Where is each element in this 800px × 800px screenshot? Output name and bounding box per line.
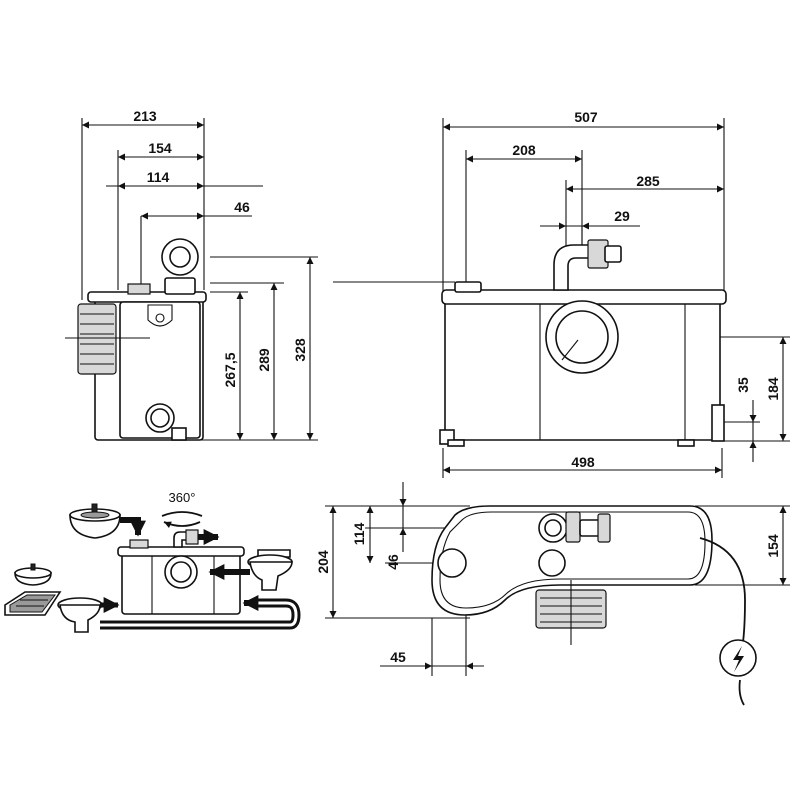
dim-289: 289 <box>256 348 272 372</box>
dim-267: 267,5 <box>222 352 238 387</box>
dim-46-top: 46 <box>385 554 401 570</box>
dim-285: 285 <box>636 173 660 189</box>
top-view: 204 114 46 45 154 <box>315 482 790 706</box>
washbasin-icon <box>69 503 121 539</box>
dim-45: 45 <box>390 649 406 665</box>
dim-29: 29 <box>614 208 630 224</box>
dim-184: 184 <box>765 377 781 401</box>
toilet-icon <box>57 597 103 633</box>
dim-114: 114 <box>147 169 170 185</box>
dim-46: 46 <box>234 199 250 215</box>
dim-204: 204 <box>315 550 331 574</box>
rotation-label: 360° <box>169 490 196 505</box>
side-view: 213 154 114 46 267,5 289 328 <box>65 108 318 441</box>
dim-507: 507 <box>574 109 598 125</box>
dim-213: 213 <box>133 108 157 124</box>
connection-schematic: 360° <box>4 490 301 633</box>
dim-208: 208 <box>512 142 536 158</box>
inlet-arrow-top <box>120 517 146 537</box>
dim-328: 328 <box>292 338 308 362</box>
front-view: 507 208 285 29 498 184 35 <box>333 109 790 478</box>
washbasin-small-icon <box>14 563 52 586</box>
dim-498: 498 <box>571 454 595 470</box>
dim-154: 154 <box>148 140 172 156</box>
dim-154-top: 154 <box>765 534 781 558</box>
toilet-right-icon <box>247 549 293 591</box>
shower-tray-icon <box>4 591 62 616</box>
lightning-bolt-icon <box>733 646 744 672</box>
rotation-arrow <box>161 511 203 517</box>
dim-114-top: 114 <box>351 522 367 545</box>
dim-35: 35 <box>735 377 751 393</box>
